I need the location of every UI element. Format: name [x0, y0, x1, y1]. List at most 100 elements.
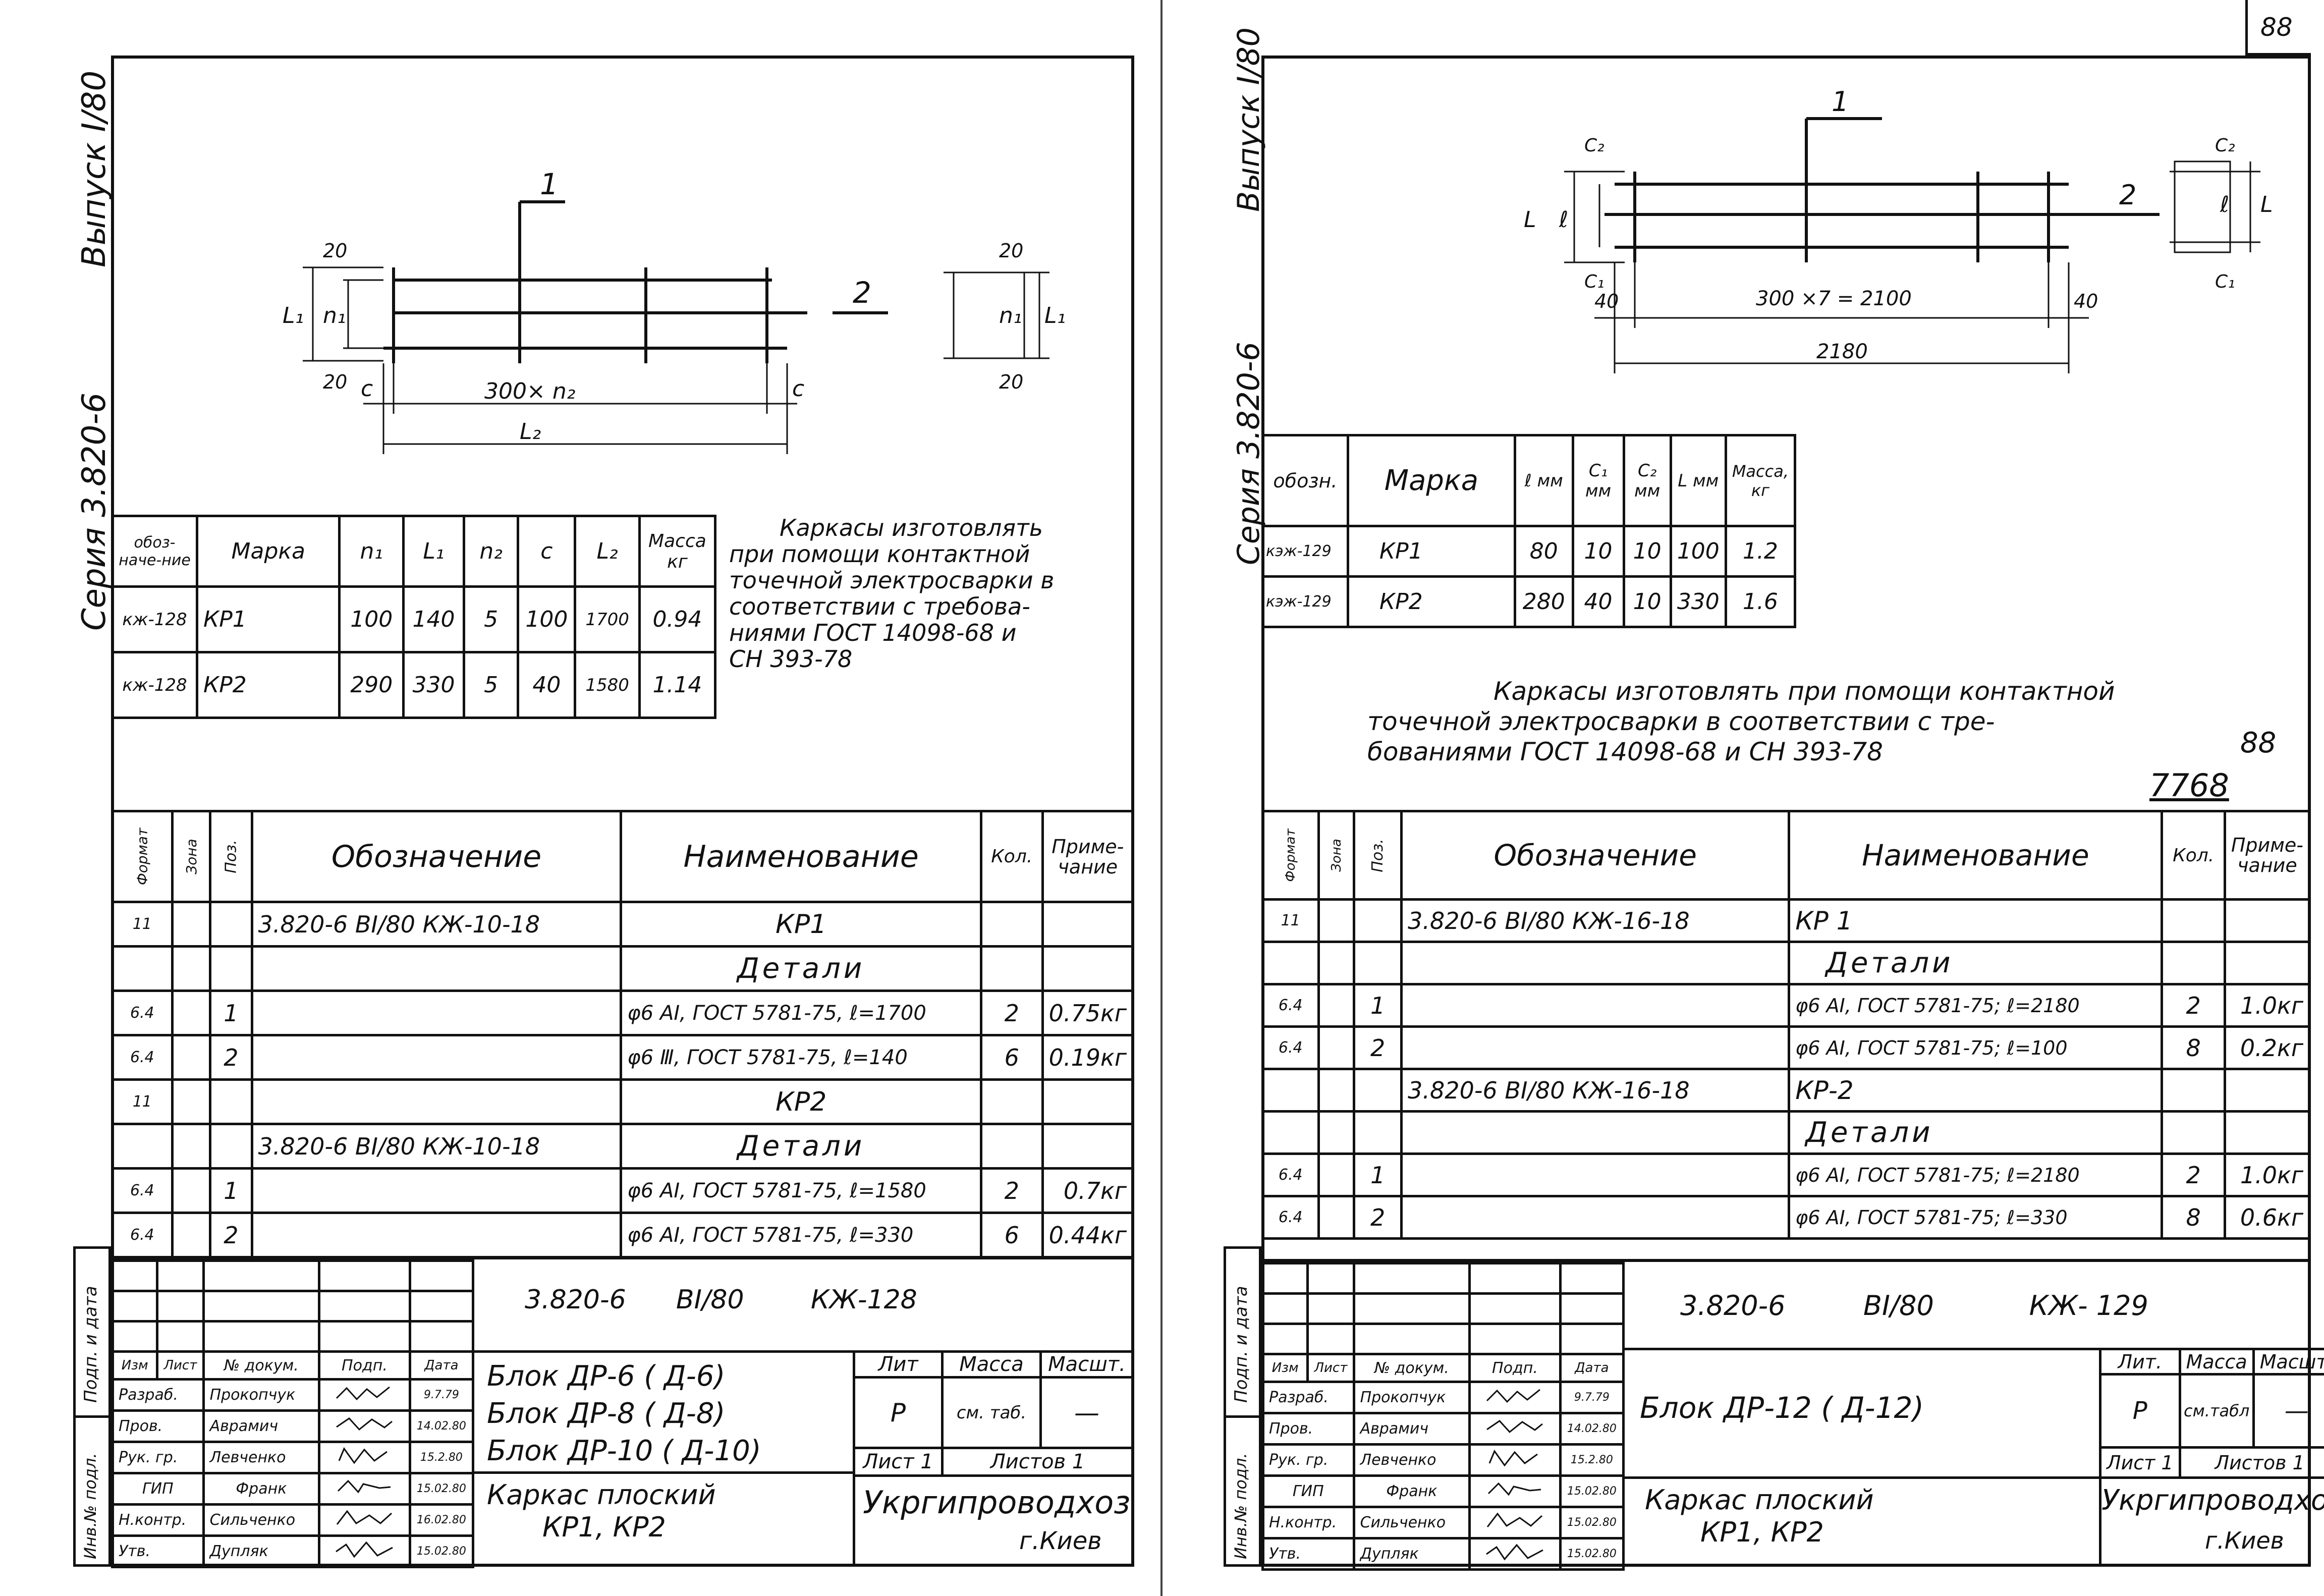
spec-col-c2: C₂ мм [1622, 434, 1672, 527]
right-spec-table: обозн. Марка ℓ мм C₁ мм C₂ мм L мм Масса… [1261, 434, 1797, 628]
staff-name: Аврамич [1352, 1412, 1471, 1446]
staff-date: 9.7.79 [408, 1378, 475, 1412]
table-row: Детали [1261, 941, 2311, 985]
mass-header: Масса [941, 1350, 1042, 1379]
lit-header: Лит [853, 1350, 944, 1379]
parts-cell: 6 [979, 1212, 1044, 1258]
mass-value: см.табл [2178, 1373, 2255, 1449]
left-sheet: Выпуск I/80 Серия 3.820-6 [0, 0, 1160, 1596]
parts-cell: Детали [620, 1123, 982, 1170]
table-row [110, 1320, 475, 1353]
parts-cell: 1 [209, 1167, 253, 1214]
title-head-cell: № докум. [202, 1350, 321, 1381]
title-head-cell: Дата [408, 1350, 475, 1381]
parts-cell [1041, 901, 1135, 948]
staff-role: Рук. гр. [1261, 1443, 1355, 1477]
parts-cell [171, 1123, 212, 1170]
parts-cell: 6.4 [1261, 1152, 1320, 1197]
staff-signature [1468, 1537, 1562, 1571]
product-name-line: Блок ДР-12 ( Д-12) [1640, 1391, 1924, 1425]
staff-role: Утв. [1261, 1537, 1355, 1571]
spec-col-n2: n₂ [462, 515, 520, 588]
spec-cell: 1580 [574, 651, 641, 719]
parts-cell [111, 945, 174, 992]
parts-cell: 2 [2161, 1152, 2226, 1197]
spec-cell: 5 [462, 651, 520, 719]
parts-cell [1400, 1152, 1791, 1197]
staff-role: Пров. [111, 1409, 205, 1443]
left-code-line [474, 1350, 1134, 1353]
parts-cell: 1.0кг [2223, 983, 2311, 1028]
parts-cell [1400, 941, 1791, 985]
parts-cell: КР 1 [1788, 898, 2164, 943]
parts-cell: 6.4 [111, 1167, 174, 1214]
table-row [1261, 1262, 1625, 1295]
left-pos1-label: 1 [540, 167, 559, 201]
staff-role: Пров. [1261, 1412, 1355, 1446]
spec-cell: КР2 [1346, 575, 1516, 628]
right-sheet: 88 Выпуск I/80 Серия 3.820-6 [1160, 0, 2324, 1596]
parts-cell: КР-2 [1788, 1068, 2164, 1113]
title-head-cell: № докум. [1352, 1353, 1471, 1383]
parts-cell: 0.44кг [1041, 1212, 1135, 1258]
left-name-line [474, 1471, 853, 1474]
parts-cell: 6.4 [111, 989, 174, 1036]
right-code-line [1625, 1348, 2311, 1350]
parts-cell [209, 1123, 253, 1170]
staff-date: 15.02.80 [408, 1534, 475, 1568]
staff-role: ГИП [1261, 1474, 1355, 1508]
table-row: кэж-129 КР2 280 40 10 330 1.6 [1261, 575, 1797, 628]
parts-cell [250, 945, 623, 992]
left-dim-20c: 20 [999, 240, 1023, 262]
spec-col-L2: L₂ [574, 515, 641, 588]
parts-col-qty: Кол. [2161, 810, 2226, 901]
staff-date: 14.02.80 [408, 1409, 475, 1443]
spec-col-designation: обоз-наче-ние [110, 515, 199, 588]
spec-cell: 1.14 [638, 651, 717, 719]
parts-cell: 0.75кг [1041, 989, 1135, 1036]
table-row [1261, 1323, 1625, 1355]
table-row [1261, 1292, 1625, 1325]
parts-cell: 8 [2161, 1025, 2226, 1070]
parts-col-zone: Зона [1317, 810, 1355, 901]
page-number: 88 [2260, 13, 2293, 42]
right-parts-table: Формат Зона Поз. Обозначение Наименовани… [1261, 810, 2311, 1240]
left-note: Каркасы изготовлять при помощи контактно… [729, 515, 1054, 672]
parts-cell [1261, 941, 1320, 985]
sheet-label: Лист 1 [853, 1447, 944, 1477]
parts-cell [209, 1078, 253, 1125]
sheets-label: Листов 1 [2178, 1446, 2324, 1479]
parts-cell: 1 [1353, 1152, 1403, 1197]
note-line: СН 393-78 [729, 645, 853, 673]
parts-cell [1261, 1110, 1320, 1155]
sheet-label: Лист 1 [2099, 1446, 2181, 1479]
parts-cell: Детали [620, 945, 982, 992]
parts-cell [1353, 1068, 1403, 1113]
spec-cell: 100 [338, 585, 405, 653]
spec-col-designation: обозн. [1261, 434, 1349, 527]
left-city: г.Киев [1019, 1527, 1102, 1555]
parts-col-name: Наименование [1788, 810, 2164, 901]
parts-cell: φ6 AI, ГОСТ 5781-75, ℓ=330 [620, 1212, 982, 1258]
left-spec-table: обоз-наче-ние Марка n₁ L₁ n₂ c L₂ Масса … [110, 515, 717, 719]
table-row [110, 1259, 475, 1292]
spec-col-L1: L₁ [402, 515, 465, 588]
parts-cell: 3.820-6 BI/80 КЖ-10-18 [250, 901, 623, 948]
staff-date: 15.02.80 [1559, 1537, 1625, 1571]
parts-cell [1041, 945, 1135, 992]
spec-col-c: c [517, 515, 577, 588]
parts-cell [1317, 1068, 1355, 1113]
left-dim-L2: L₂ [520, 419, 541, 445]
staff-signature [1468, 1474, 1562, 1508]
parts-cell [2161, 941, 2226, 985]
parts-cell: 8 [2161, 1195, 2226, 1240]
